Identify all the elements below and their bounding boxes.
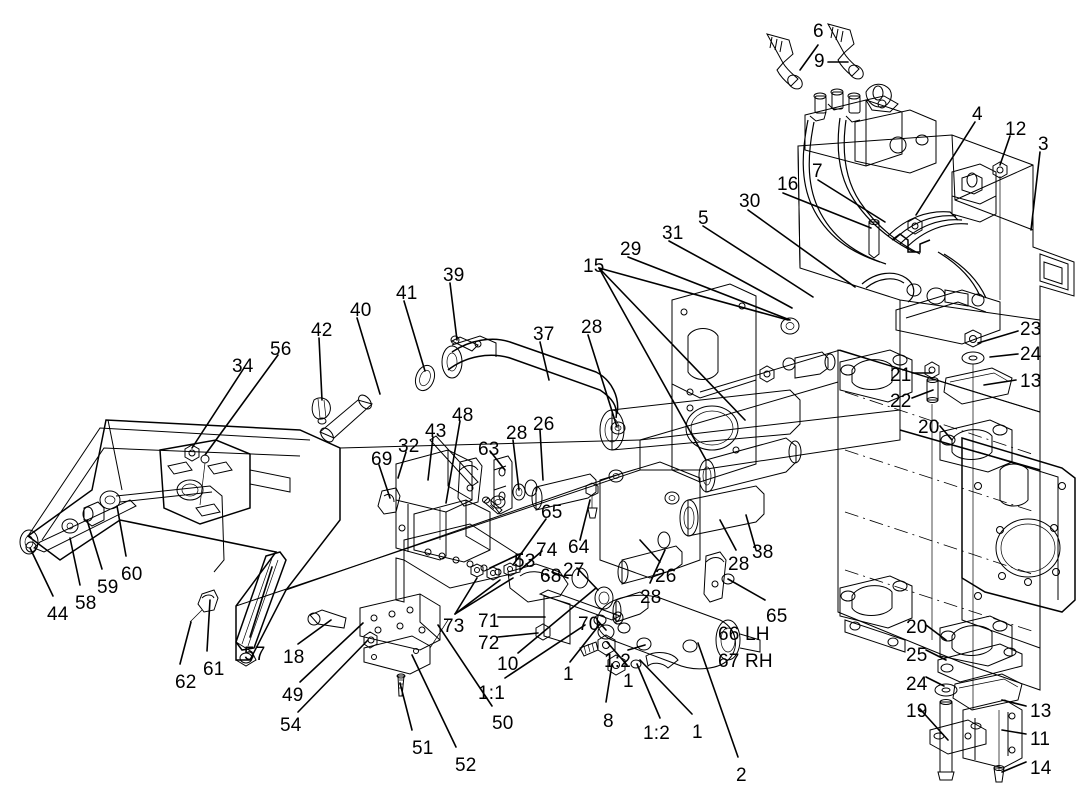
callout-1[interactable]: 1: [623, 671, 634, 692]
valve-manifold-assembly: [765, 23, 1008, 307]
callout-68[interactable]: 68: [540, 566, 562, 587]
callout-41[interactable]: 41: [396, 283, 418, 304]
callout-26[interactable]: 26: [655, 566, 677, 587]
callout-66-lh[interactable]: 66 LH: [718, 624, 770, 645]
callout-43[interactable]: 43: [425, 421, 447, 442]
callout-28[interactable]: 28: [506, 423, 528, 444]
callout-16[interactable]: 16: [777, 174, 799, 195]
callout-59[interactable]: 59: [97, 577, 119, 598]
callout-4[interactable]: 4: [972, 104, 983, 125]
callout-31[interactable]: 31: [662, 223, 684, 244]
callout-19[interactable]: 19: [906, 701, 928, 722]
callout-1-2[interactable]: 1:2: [604, 651, 632, 672]
callout-11[interactable]: 11: [1030, 729, 1051, 750]
callout-62[interactable]: 62: [175, 672, 197, 693]
callout-40[interactable]: 40: [350, 300, 372, 321]
callout-39[interactable]: 39: [443, 265, 465, 286]
callout-28[interactable]: 28: [728, 554, 750, 575]
callout-50[interactable]: 50: [492, 713, 514, 734]
callout-1-2[interactable]: 1:2: [643, 723, 671, 744]
center-boom-assembly: [311, 335, 901, 676]
callout-21[interactable]: 21: [890, 365, 912, 386]
callout-67-rh[interactable]: 67 RH: [718, 651, 773, 672]
callout-8[interactable]: 8: [603, 711, 614, 732]
callout-73[interactable]: 73: [443, 616, 465, 637]
callout-42[interactable]: 42: [311, 320, 333, 341]
callout-51[interactable]: 51: [412, 738, 434, 759]
callout-71[interactable]: 71: [478, 611, 500, 632]
callout-58[interactable]: 58: [75, 593, 97, 614]
callout-14[interactable]: 14: [1030, 758, 1052, 779]
callout-5[interactable]: 5: [698, 208, 709, 229]
callout-34[interactable]: 34: [232, 356, 254, 377]
callout-74[interactable]: 74: [536, 540, 558, 561]
callout-64[interactable]: 64: [568, 537, 590, 558]
callout-2[interactable]: 2: [736, 765, 747, 786]
callout-61[interactable]: 61: [203, 659, 225, 680]
callout-65[interactable]: 65: [541, 502, 563, 523]
callout-54[interactable]: 54: [280, 715, 302, 736]
callout-65[interactable]: 65: [766, 606, 788, 627]
support-plate: [608, 283, 836, 493]
callout-44[interactable]: 44: [47, 604, 69, 625]
callout-72[interactable]: 72: [478, 633, 500, 654]
callout-69[interactable]: 69: [371, 449, 393, 470]
callout-22[interactable]: 22: [890, 391, 912, 412]
callout-26[interactable]: 26: [533, 414, 555, 435]
callout-23[interactable]: 23: [1020, 319, 1042, 340]
callout-70[interactable]: 70: [578, 614, 600, 635]
callout-29[interactable]: 29: [620, 239, 642, 260]
callout-7[interactable]: 7: [812, 161, 823, 182]
callout-28[interactable]: 28: [640, 587, 662, 608]
callout-38[interactable]: 38: [752, 542, 774, 563]
callout-24[interactable]: 24: [1020, 344, 1042, 365]
callout-9[interactable]: 9: [814, 51, 825, 72]
callout-18[interactable]: 18: [283, 647, 305, 668]
callout-1[interactable]: 1: [692, 722, 703, 743]
callout-30[interactable]: 30: [739, 191, 761, 212]
callout-63[interactable]: 63: [478, 439, 500, 460]
callout-20[interactable]: 20: [918, 417, 940, 438]
callout-13[interactable]: 13: [1030, 701, 1052, 722]
callout-24[interactable]: 24: [906, 674, 928, 695]
callout-3[interactable]: 3: [1038, 134, 1049, 155]
callout-25[interactable]: 25: [906, 645, 928, 666]
callout-1-1[interactable]: 1:1: [478, 683, 506, 704]
callout-32[interactable]: 32: [398, 436, 420, 457]
callout-52[interactable]: 52: [455, 755, 477, 776]
callout-37[interactable]: 37: [533, 324, 555, 345]
callout-10[interactable]: 10: [497, 654, 519, 675]
callout-6[interactable]: 6: [813, 21, 824, 42]
callout-15[interactable]: 15: [583, 256, 605, 277]
callout-1[interactable]: 1: [563, 664, 574, 685]
chassis-rails: [235, 349, 1041, 607]
bearing-block-stack: [839, 289, 1023, 783]
callout-12[interactable]: 12: [1005, 119, 1027, 140]
callout-20[interactable]: 20: [906, 617, 928, 638]
callout-57[interactable]: 57: [244, 644, 266, 665]
callout-60[interactable]: 60: [121, 564, 143, 585]
callout-48[interactable]: 48: [452, 405, 474, 426]
callout-56[interactable]: 56: [270, 339, 292, 360]
callout-49[interactable]: 49: [282, 685, 304, 706]
callout-28[interactable]: 28: [581, 317, 603, 338]
callout-13[interactable]: 13: [1020, 371, 1042, 392]
callout-53[interactable]: 53: [514, 551, 536, 572]
callout-27[interactable]: 27: [563, 560, 585, 581]
